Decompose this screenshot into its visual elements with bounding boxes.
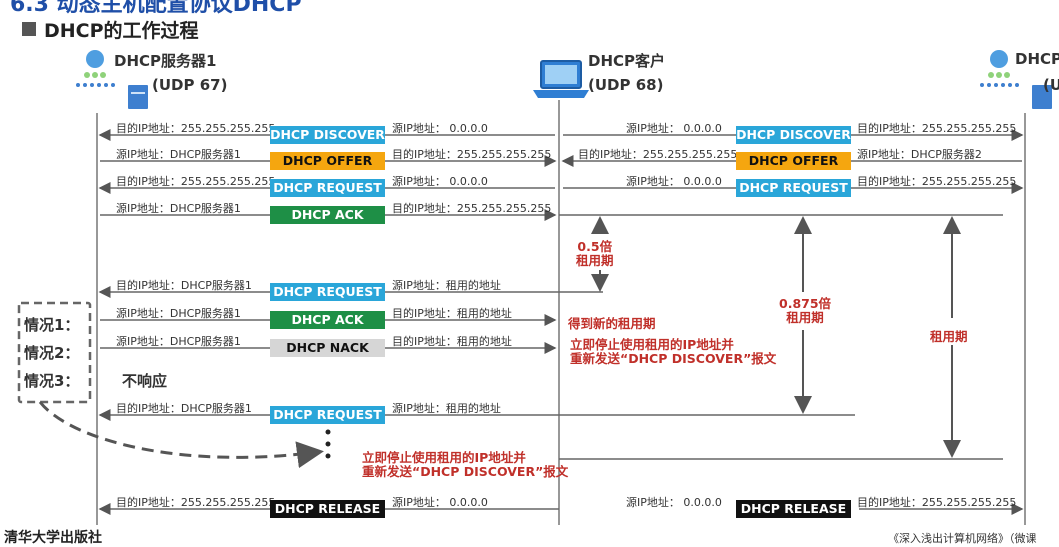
- no-response-label: 不响应: [122, 372, 168, 390]
- case3-label: 情况3：: [24, 372, 80, 390]
- row2-dst-right: 目的IP地址：255.255.255.255: [578, 148, 738, 161]
- row1-src-right: 源IP地址： 0.0.0.0: [626, 122, 722, 135]
- server2-name: DHCP: [1015, 50, 1059, 68]
- server2-icon: [980, 50, 1052, 109]
- row8-dst: 目的IP地址：DHCP服务器1: [116, 402, 252, 415]
- row3-dst-left: 目的IP地址：255.255.255.255: [116, 175, 276, 188]
- row8-src: 源IP地址：租用的地址: [392, 402, 501, 415]
- row1-dst-left: 目的IP地址：255.255.255.255: [116, 122, 276, 135]
- row4-src: 源IP地址：DHCP服务器1: [116, 202, 241, 215]
- server1-icon: [76, 50, 148, 109]
- row9-src-right: 源IP地址： 0.0.0.0: [626, 496, 722, 509]
- ellipsis-dots: [325, 429, 331, 459]
- row3-src-right: 源IP地址： 0.0.0.0: [626, 175, 722, 188]
- row9-dst-right: 目的IP地址：255.255.255.255: [857, 496, 1017, 509]
- msg-request-renew: DHCP REQUEST: [270, 283, 385, 301]
- case2-label: 情况2：: [24, 344, 80, 362]
- case-dashed-box: [17, 301, 92, 404]
- row2-src-right: 源IP地址：DHCP服务器2: [857, 148, 982, 161]
- row9-src-left: 源IP地址： 0.0.0.0: [392, 496, 488, 509]
- stop-rediscover-label-1: 立即停止使用租用的IP地址并 重新发送“DHCP DISCOVER”报文: [570, 337, 777, 366]
- msg-request-rebind: DHCP REQUEST: [270, 406, 385, 424]
- server1-name: DHCP服务器1: [114, 52, 217, 70]
- client-laptop-icon: [533, 60, 589, 98]
- msg-offer-left: DHCP OFFER: [270, 152, 385, 170]
- publisher-logo: 清华大学出版社: [4, 530, 102, 546]
- client-port: (UDP 68): [588, 76, 664, 94]
- case3-curved-arrow: [38, 401, 324, 469]
- row2-dst-left: 目的IP地址：255.255.255.255: [392, 148, 552, 161]
- chapter-title-cut: 6.3 动态主机配置协议DHCP: [10, 0, 302, 17]
- lease-label: 租用期: [930, 329, 968, 344]
- msg-request-right: DHCP REQUEST: [736, 179, 851, 197]
- msg-request-left: DHCP REQUEST: [270, 179, 385, 197]
- msg-release-right: DHCP RELEASE: [736, 500, 851, 518]
- msg-discover-right: DHCP DISCOVER: [736, 126, 851, 144]
- section-bullet-icon: [22, 22, 36, 36]
- half-lease-label: 0.5倍 租用期: [576, 239, 614, 268]
- section-title: DHCP的工作过程: [44, 20, 199, 42]
- row3-src-left: 源IP地址： 0.0.0.0: [392, 175, 488, 188]
- client-name: DHCP客户: [588, 52, 666, 70]
- row6-dst: 目的IP地址：租用的地址: [392, 307, 512, 320]
- row6-src: 源IP地址：DHCP服务器1: [116, 307, 241, 320]
- seven-eighths-lease-label: 0.875倍 租用期: [779, 296, 832, 325]
- msg-ack-2: DHCP ACK: [270, 311, 385, 329]
- row5-dst: 目的IP地址：DHCP服务器1: [116, 279, 252, 292]
- stop-rediscover-label-2: 立即停止使用租用的IP地址并 重新发送“DHCP DISCOVER”报文: [362, 450, 569, 479]
- server1-port: (UDP 67): [152, 76, 228, 94]
- new-lease-label: 得到新的租用期: [568, 316, 656, 331]
- row1-dst-right: 目的IP地址：255.255.255.255: [857, 122, 1017, 135]
- row2-src-left: 源IP地址：DHCP服务器1: [116, 148, 241, 161]
- row3-dst-right: 目的IP地址：255.255.255.255: [857, 175, 1017, 188]
- row1-src-left: 源IP地址： 0.0.0.0: [392, 122, 488, 135]
- row7-src: 源IP地址：DHCP服务器1: [116, 335, 241, 348]
- row9-dst-left: 目的IP地址：255.255.255.255: [116, 496, 276, 509]
- row4-dst: 目的IP地址：255.255.255.255: [392, 202, 552, 215]
- case1-label: 情况1：: [24, 316, 80, 334]
- msg-nack: DHCP NACK: [270, 339, 385, 357]
- book-credit: 《深入浅出计算机网络》（微课: [888, 532, 1037, 545]
- row7-dst: 目的IP地址：租用的地址: [392, 335, 512, 348]
- msg-ack-1: DHCP ACK: [270, 206, 385, 224]
- server2-port: (U: [1043, 76, 1059, 94]
- msg-release-left: DHCP RELEASE: [270, 500, 385, 518]
- msg-discover-left: DHCP DISCOVER: [270, 126, 385, 144]
- row5-src: 源IP地址：租用的地址: [392, 279, 501, 292]
- msg-offer-right: DHCP OFFER: [736, 152, 851, 170]
